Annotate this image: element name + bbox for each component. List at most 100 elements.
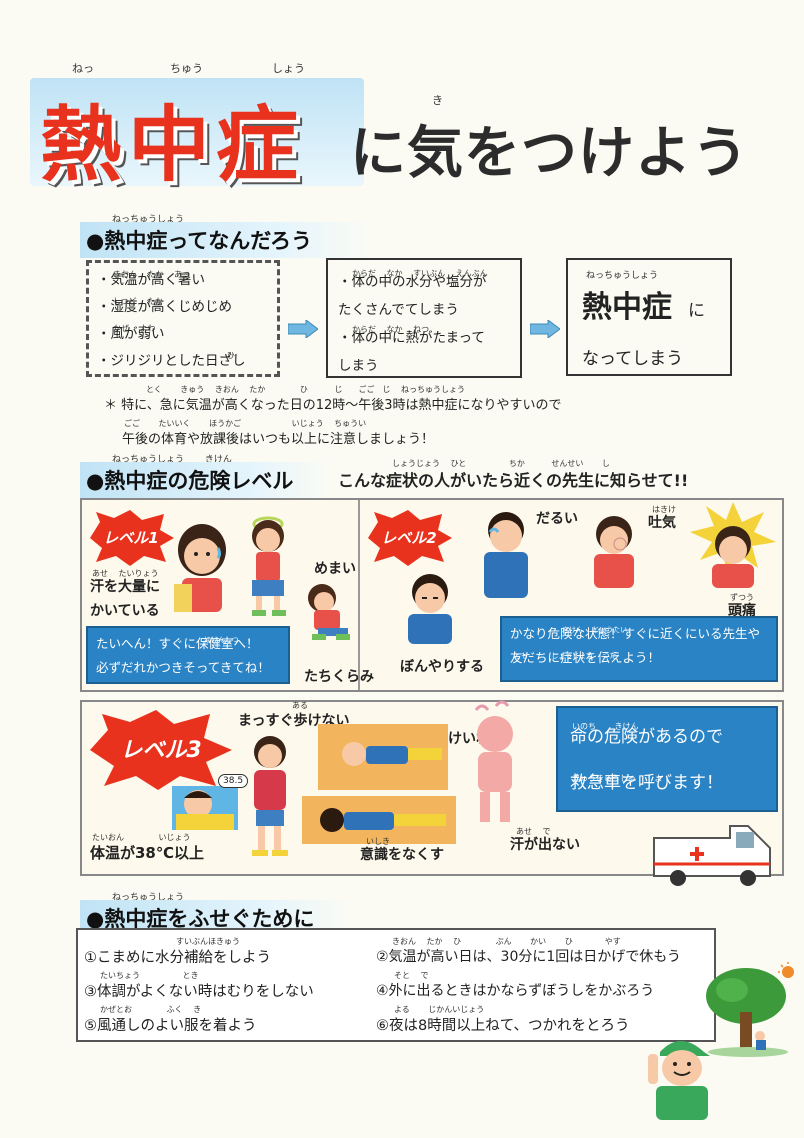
level2-message-line1: かなり危険な状態！すぐに近くにいる先生や	[510, 626, 761, 641]
effect-item: しまう	[338, 352, 510, 380]
note-line1: ＊ 特に、急に気温が高くなった日の12時～午後3時は熱中症になりやすいので	[104, 398, 562, 413]
tired-boy-figure	[484, 512, 528, 598]
prevention-ruby-2: きおん たか ひ ぷん かい ひ やす	[392, 937, 621, 946]
cause-text: ・風が弱い	[97, 326, 165, 342]
note-line2: 午後の体育や放課後はいつも以上に注意しましょう！	[122, 432, 435, 447]
prevention-ruby-3: たいちょう とき	[100, 971, 199, 980]
level3-badge: レベル3	[120, 738, 202, 763]
result-ruby: ねっちゅうしょう	[586, 271, 659, 281]
flow-arrow-icon	[530, 320, 560, 338]
effect-ruby: からだ なか すいぶん えんぶん	[352, 269, 488, 278]
effect-text: ・体の中に熱がたまって	[338, 330, 485, 346]
cause-text: ・気温が高く暑い	[97, 272, 205, 288]
dizzy-label: めまい	[314, 561, 356, 577]
sweat-ruby: あせ たいりょう	[92, 569, 159, 578]
tired-label: だるい	[536, 511, 578, 527]
level1-message-ruby: ほけんしつ	[204, 636, 239, 644]
tree-shade-icon	[706, 962, 794, 1057]
flow-arrow-icon	[288, 320, 318, 338]
title-ruby-1: ねっ	[72, 62, 94, 75]
level2-message-ruby2: とも しょうじょう つた	[514, 652, 617, 660]
dazed-boy-figure	[408, 574, 452, 644]
dizzy-girl-figure	[252, 516, 286, 616]
level3-message-line2: 救急車を呼びます！	[570, 773, 723, 793]
cause-item: きおん たか あつ ・気温が高く暑い	[97, 267, 269, 294]
cause-text: ・湿度が高くじめじめ	[97, 299, 232, 315]
title-ruby-3: しょう	[272, 62, 305, 75]
effect-item: たくさんでてしまう	[338, 296, 510, 324]
level1-badge-burst-icon	[90, 510, 174, 566]
headache-ruby: ずつう	[730, 593, 754, 602]
no-sweat-ruby: あせ で	[516, 827, 551, 836]
cause-ruby: かぜ よわ	[113, 324, 156, 333]
level3-message-ruby1: いのち きけん	[572, 722, 639, 731]
note-line2-ruby: ごご たいいく ほうかご いじょう ちゅうい	[124, 419, 367, 428]
dazed-label: ぼんやりする	[400, 659, 484, 675]
cause-item: しつど たか ・湿度が高くじめじめ	[97, 294, 269, 321]
temp-ruby: たいおん いじょう	[92, 833, 191, 842]
cause-item: ひ ・ジリジリとした日ざし	[97, 348, 269, 375]
nauseous-girl-figure	[594, 516, 634, 588]
prevention-item-3: ③体調がよくない時はむりをしない	[84, 984, 314, 1000]
level2-message-box: きけん じょうたい かなり危険な状態！すぐに近くにいる先生や とも しょうじょう…	[500, 616, 778, 682]
headache-girl-figure	[690, 502, 776, 588]
sweat-label-2: かいている	[90, 603, 160, 619]
temp-label: 体温が38℃以上	[90, 844, 205, 862]
page-title-main: 熱中症	[40, 98, 305, 193]
prevention-item-1: ①こまめに水分補給をしよう	[84, 950, 271, 966]
page-title-sub: に気をつけよう	[350, 121, 749, 186]
staggering-girl-figure	[252, 736, 288, 856]
level1-message-line2: 必ずだれかつきそってきてね！	[96, 660, 270, 675]
result-line2: なってしまう	[582, 349, 684, 369]
crouching-girl-figure	[308, 584, 350, 640]
unconscious-boy-figure	[302, 796, 456, 844]
result-ni: に	[688, 301, 705, 321]
level2-message-ruby: きけん じょうたい	[562, 626, 628, 634]
result-box: ねっちゅうしょう 熱中症 に なってしまう	[566, 258, 732, 376]
level1-badge: レベル1	[103, 528, 159, 547]
thermometer-reading: 38.5	[218, 774, 249, 788]
section2-heading-ruby: ねっちゅうしょう きけん	[112, 455, 232, 465]
prevention-item-5: ⑤風通しのよい服を着よう	[84, 1018, 257, 1034]
level3-badge-burst-icon	[90, 710, 232, 790]
level-divider	[358, 500, 360, 690]
level2-message-line2: 友だちに症状を伝えよう！	[510, 650, 661, 665]
title-sub-ruby: き	[432, 94, 443, 107]
level2-badge: レベル2	[381, 528, 437, 547]
prevention-ruby-5: かぜとお ふく き	[100, 1005, 202, 1014]
effect-text: たくさんでてしまう	[338, 302, 459, 318]
headache-label: 頭痛	[728, 603, 756, 619]
effect-item: からだ なか ねつ ・体の中に熱がたまって	[338, 324, 510, 352]
level3-message-ruby2: きゅうきゅうしゃ よ	[572, 774, 663, 783]
sweating-girl-figure	[174, 524, 226, 612]
cause-item: かぜ よわ ・風が弱い	[97, 321, 269, 348]
level1-message-line1: たいへん！すぐに保健室へ！	[96, 636, 259, 651]
section2-heading: ●熱中症の危険レベル	[80, 462, 330, 498]
prevention-ruby-1: すいぶんほきゅう	[176, 937, 240, 946]
causes-box: きおん たか あつ ・気温が高く暑い しつど たか ・湿度が高くじめじめ かぜ …	[86, 260, 280, 377]
prevention-box	[76, 928, 716, 1042]
section1-heading: ●熱中症ってなんだろう	[80, 222, 370, 258]
convulsing-boy-figure	[318, 724, 448, 790]
prevention-item-2: ②気温が高い日は、30分に1回は日かげで休もう	[376, 949, 681, 965]
level2-badge-burst-icon	[368, 510, 452, 566]
title-background	[30, 78, 364, 186]
section1-heading-ruby: ねっちゅうしょう	[112, 215, 185, 225]
vomit-ruby: はきけ	[652, 505, 676, 514]
title-ruby-2: ちゅう	[170, 62, 203, 75]
ambulance-icon	[653, 825, 771, 886]
sweat-label: 汗を大量に	[90, 579, 160, 595]
effect-text: しまう	[338, 358, 379, 374]
effect-item: からだ なか すいぶん えんぶん ・体の中の水分や塩分が	[338, 268, 510, 296]
vomit-label: 吐気	[648, 515, 676, 531]
effects-box: からだ なか すいぶん えんぶん ・体の中の水分や塩分が たくさんでてしまう か…	[326, 258, 522, 378]
prevention-ruby-4: そと で	[394, 971, 429, 980]
effect-ruby: からだ なか ねつ	[352, 325, 430, 334]
prevention-item-4: ④外に出るときはかならずぼうしをかぶろう	[376, 983, 655, 999]
cause-ruby: ひ	[227, 351, 235, 360]
unconscious-label: 意識をなくす	[360, 847, 444, 863]
fever-boy-bed-figure	[172, 786, 238, 830]
effect-text: ・体の中の水分や塩分が	[338, 274, 487, 290]
cant-walk-ruby: ある	[292, 701, 308, 710]
section3-heading-ruby: ねっちゅうしょう	[112, 893, 185, 903]
